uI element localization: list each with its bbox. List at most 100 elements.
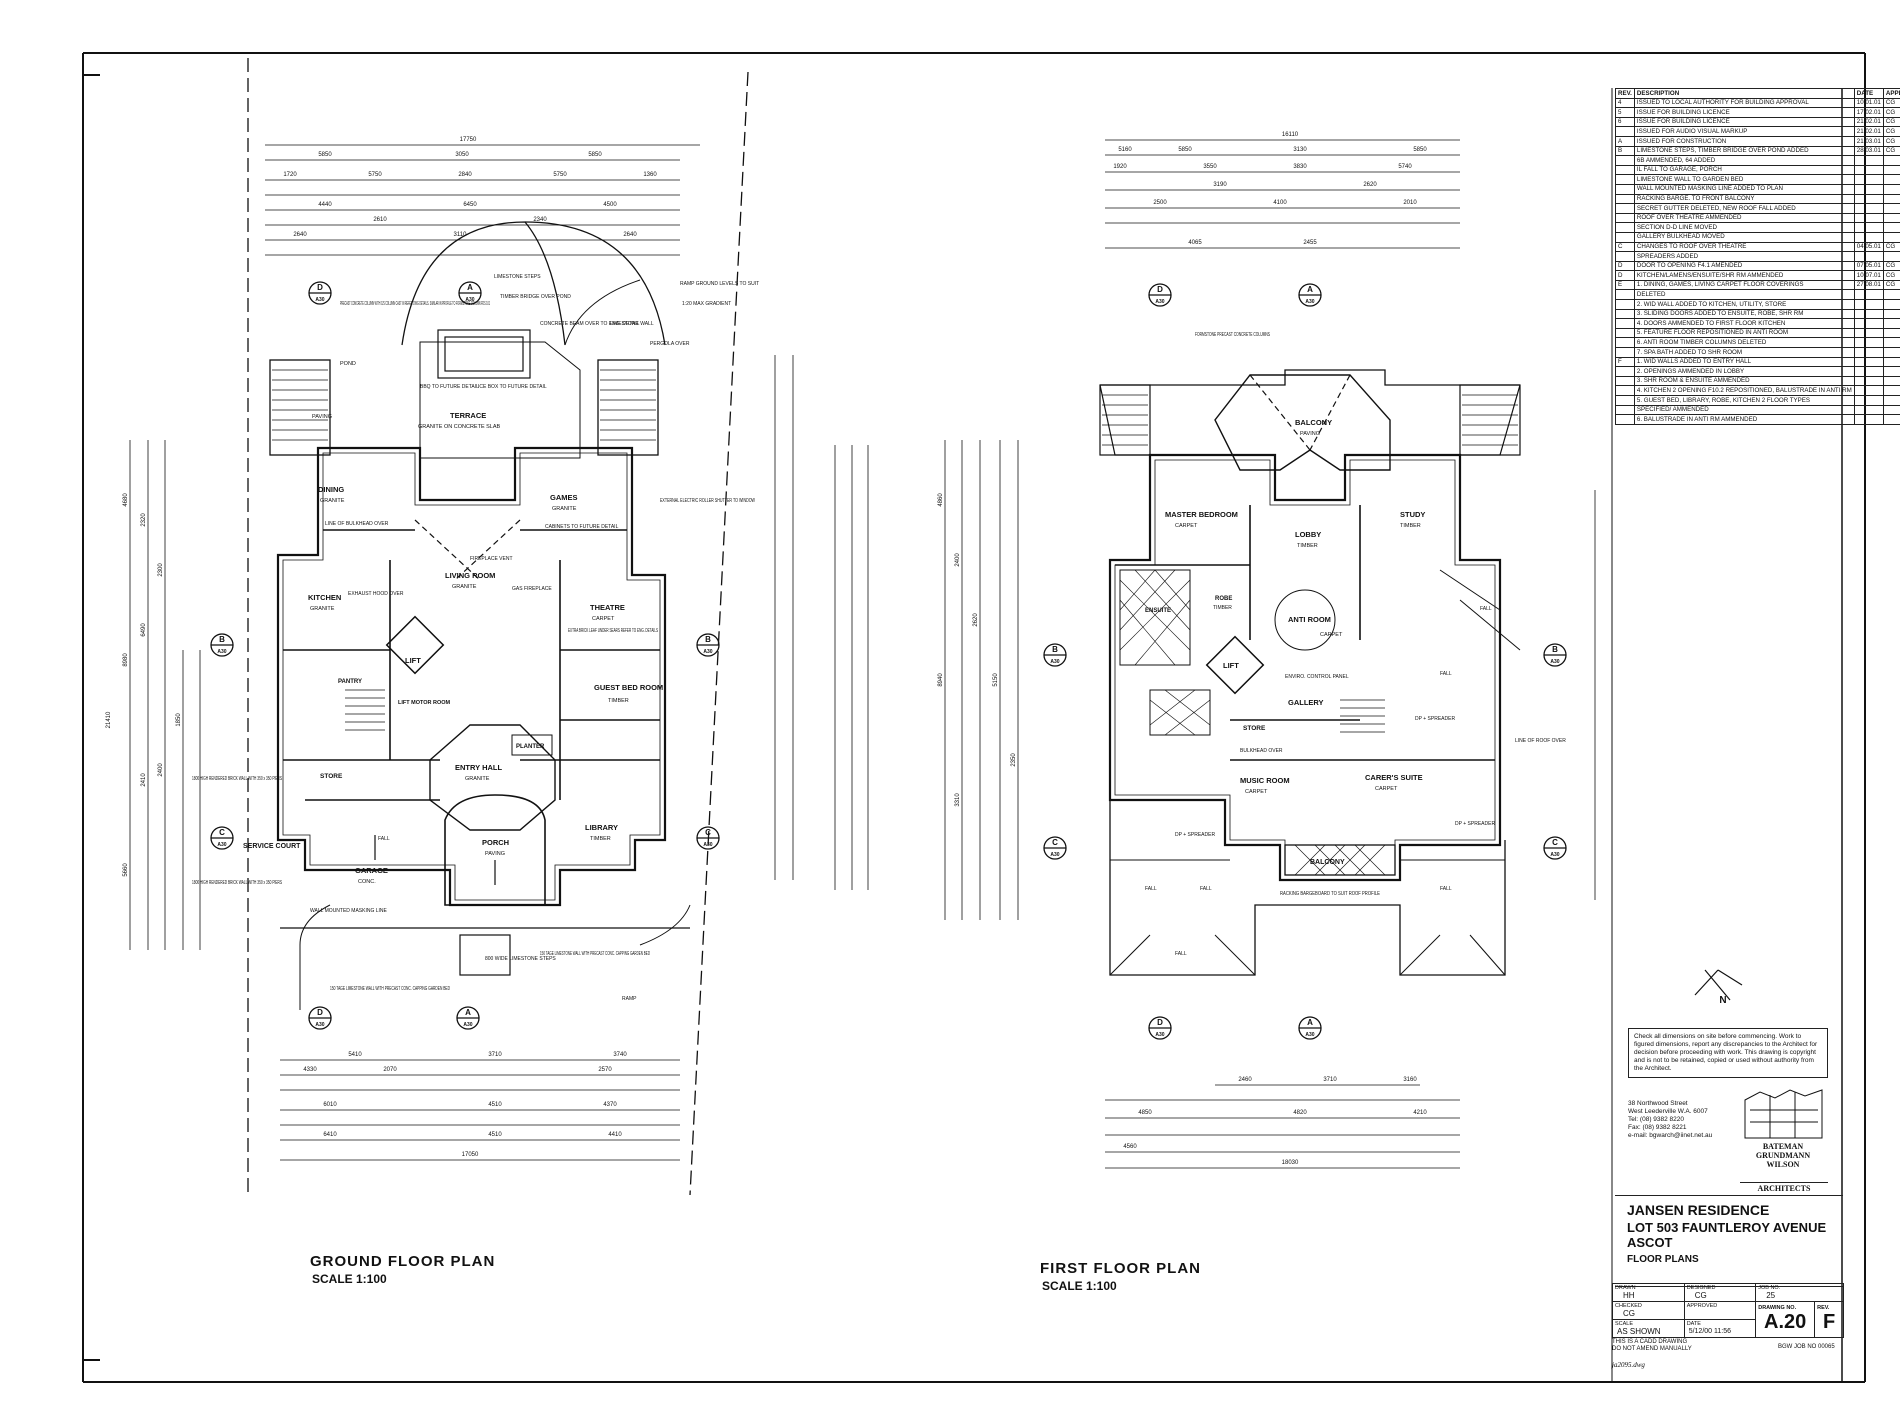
project-address-1: LOT 503 FAUNTLEROY AVENUE	[1627, 1220, 1827, 1235]
note-timber-bridge: TIMBER BRIDGE OVER POND	[500, 294, 571, 300]
revision-description: 1. WID WALLS ADDED TO ENTRY HALL	[1633, 356, 1855, 368]
room-lobby-sub: TIMBER	[1297, 543, 1318, 549]
dim-left: 5150	[993, 673, 999, 687]
dim-top: 6450	[463, 202, 477, 208]
dim-top: 3830	[1293, 164, 1307, 170]
revision-rev: E	[1615, 279, 1635, 291]
firm-address-line: Tel: (08) 9382 8220	[1628, 1116, 1685, 1123]
revision-row: SPECIFIED/ AMMENDED	[1615, 404, 1900, 416]
section-marker-c: C	[1052, 838, 1058, 847]
room-porch-sub: PAVING	[485, 851, 505, 857]
dim-top: 1920	[1113, 164, 1127, 170]
dim-top: 2620	[1363, 182, 1377, 188]
job-label: JOB NO.	[1758, 1285, 1781, 1291]
dim-bottom: 2570	[598, 1067, 612, 1073]
dim-left: 2350	[1011, 753, 1017, 767]
revision-rev	[1615, 183, 1635, 195]
room-planter: PLANTER	[516, 744, 545, 750]
first-floor-dims-left: 4860 2400 2620 5150 8940 2350 3310	[938, 493, 1017, 807]
revision-row: 4. KITCHEN 2 OPENING F10.2 REPOSITIONED,…	[1615, 385, 1900, 396]
revision-description: 5. FEATURE FLOOR REPOSITIONED IN ANTI RO…	[1633, 327, 1855, 339]
note-fall-6: FALL	[1440, 671, 1452, 677]
room-carers-suite-sub: CARPET	[1375, 786, 1398, 792]
project-address-2: ASCOT	[1627, 1235, 1673, 1250]
approved-label: APPROVED	[1686, 1303, 1718, 1309]
revision-rev	[1615, 308, 1635, 320]
sheet-title: FLOOR PLANS	[1627, 1254, 1699, 1265]
dim-top: 2500	[1153, 200, 1167, 206]
section-marker-sub: A30	[1305, 1032, 1314, 1038]
drawing-no-value: A.20	[1764, 1311, 1807, 1333]
revision-description: SPECIFIED/ AMMENDED	[1633, 404, 1855, 416]
note-bulkhead: BULKHEAD OVER	[1240, 748, 1283, 754]
section-marker-d: D	[317, 1008, 323, 1017]
revision-date	[1853, 337, 1884, 349]
revision-date: 21.03.01	[1853, 135, 1884, 147]
revision-appd	[1882, 366, 1900, 377]
revision-row: 3. SHR ROOM & ENSUITE AMMENDED	[1615, 375, 1900, 387]
revision-row: LIMESTONE WALL TO GARDEN BED	[1615, 174, 1900, 185]
dim-left: 2620	[973, 613, 979, 627]
dim-left: 1850	[176, 713, 182, 727]
revision-description: 2. WID WALL ADDED TO KITCHEN, UTILITY, S…	[1633, 299, 1855, 310]
rev-label: REV.	[1817, 1305, 1830, 1311]
scale-label: SCALE	[1615, 1321, 1634, 1327]
dim-bottom: 4820	[1293, 1110, 1307, 1116]
dim-top: 5850	[318, 152, 332, 158]
dim-left: 2400	[955, 553, 961, 567]
firm-address-line: Fax: (08) 9382 8221	[1628, 1124, 1687, 1131]
revision-rev	[1615, 395, 1635, 406]
revision-description: 4. DOORS AMMENDED TO FIRST FLOOR KITCHEN	[1633, 318, 1855, 329]
revision-appd	[1882, 356, 1900, 368]
dim-top: 3190	[1213, 182, 1227, 188]
revision-appd	[1882, 164, 1900, 176]
revision-row: 2. OPENINGS AMMENDED IN LOBBY	[1615, 366, 1900, 377]
note-column: PRECAST CONCRETE COLUMN WITH C/S COLUMN …	[340, 301, 490, 307]
room-games-sub: GRANITE	[552, 506, 577, 512]
revision-rev	[1615, 337, 1635, 349]
revision-rev	[1615, 155, 1635, 166]
revision-date	[1853, 174, 1884, 185]
project-name: JANSEN RESIDENCE	[1627, 1202, 1770, 1218]
note-limestone-steps: LIMESTONE STEPS	[494, 274, 541, 280]
revision-date	[1853, 222, 1884, 233]
revision-row: GALLERY BULKHEAD MOVED	[1615, 231, 1900, 243]
revision-rev: D	[1615, 270, 1635, 281]
dim-top: 4500	[603, 202, 617, 208]
revision-row: 5. FEATURE FLOOR REPOSITIONED IN ANTI RO…	[1615, 327, 1900, 339]
section-marker-sub: A30	[703, 842, 712, 848]
note-fall: FALL	[378, 836, 390, 842]
room-lift: LIFT	[405, 656, 421, 665]
section-marker-sub: A30	[1155, 299, 1164, 305]
revision-appd: CG	[1882, 107, 1900, 118]
revision-description: 5. GUEST BED, LIBRARY, ROBE, KITCHEN 2 F…	[1633, 395, 1855, 406]
first-floor-dims-bottom: 2460 3710 3160 4850 4820 4210 4560 18030	[1123, 1077, 1427, 1166]
room-master-bed-sub: CARPET	[1175, 523, 1198, 529]
dim-left: 2320	[141, 513, 147, 527]
revision-appd	[1882, 404, 1900, 416]
dim-bottom: 3740	[613, 1052, 627, 1058]
dim-top: 2010	[1403, 200, 1417, 206]
dim-left: 21410	[106, 711, 112, 728]
note-ramp: RAMP GROUND LEVELS TO SUIT	[680, 281, 759, 287]
designed-label: DESIGNED	[1686, 1285, 1716, 1291]
revision-row: SPREADERS ADDED	[1615, 251, 1900, 262]
dim-bottom: 4510	[488, 1132, 502, 1138]
note-tage-right: 150 TAGE LIMESTONE WALL WITH PRECAST CON…	[540, 951, 650, 957]
dim-top: 5750	[368, 172, 382, 178]
revision-date: 27.08.01	[1853, 279, 1884, 291]
dim-top: 4065	[1188, 240, 1202, 246]
dim-top: 5850	[1178, 147, 1192, 153]
revision-description: CHANGES TO ROOF OVER THEATRE	[1633, 241, 1855, 253]
section-marker-sub: A30	[217, 842, 226, 848]
note-pergola: PERGOLA OVER	[650, 341, 690, 347]
dim-top: 2640	[293, 232, 307, 238]
section-marker-a: A	[465, 1008, 471, 1017]
label-pond: POND	[340, 361, 356, 367]
revision-date	[1853, 155, 1884, 166]
